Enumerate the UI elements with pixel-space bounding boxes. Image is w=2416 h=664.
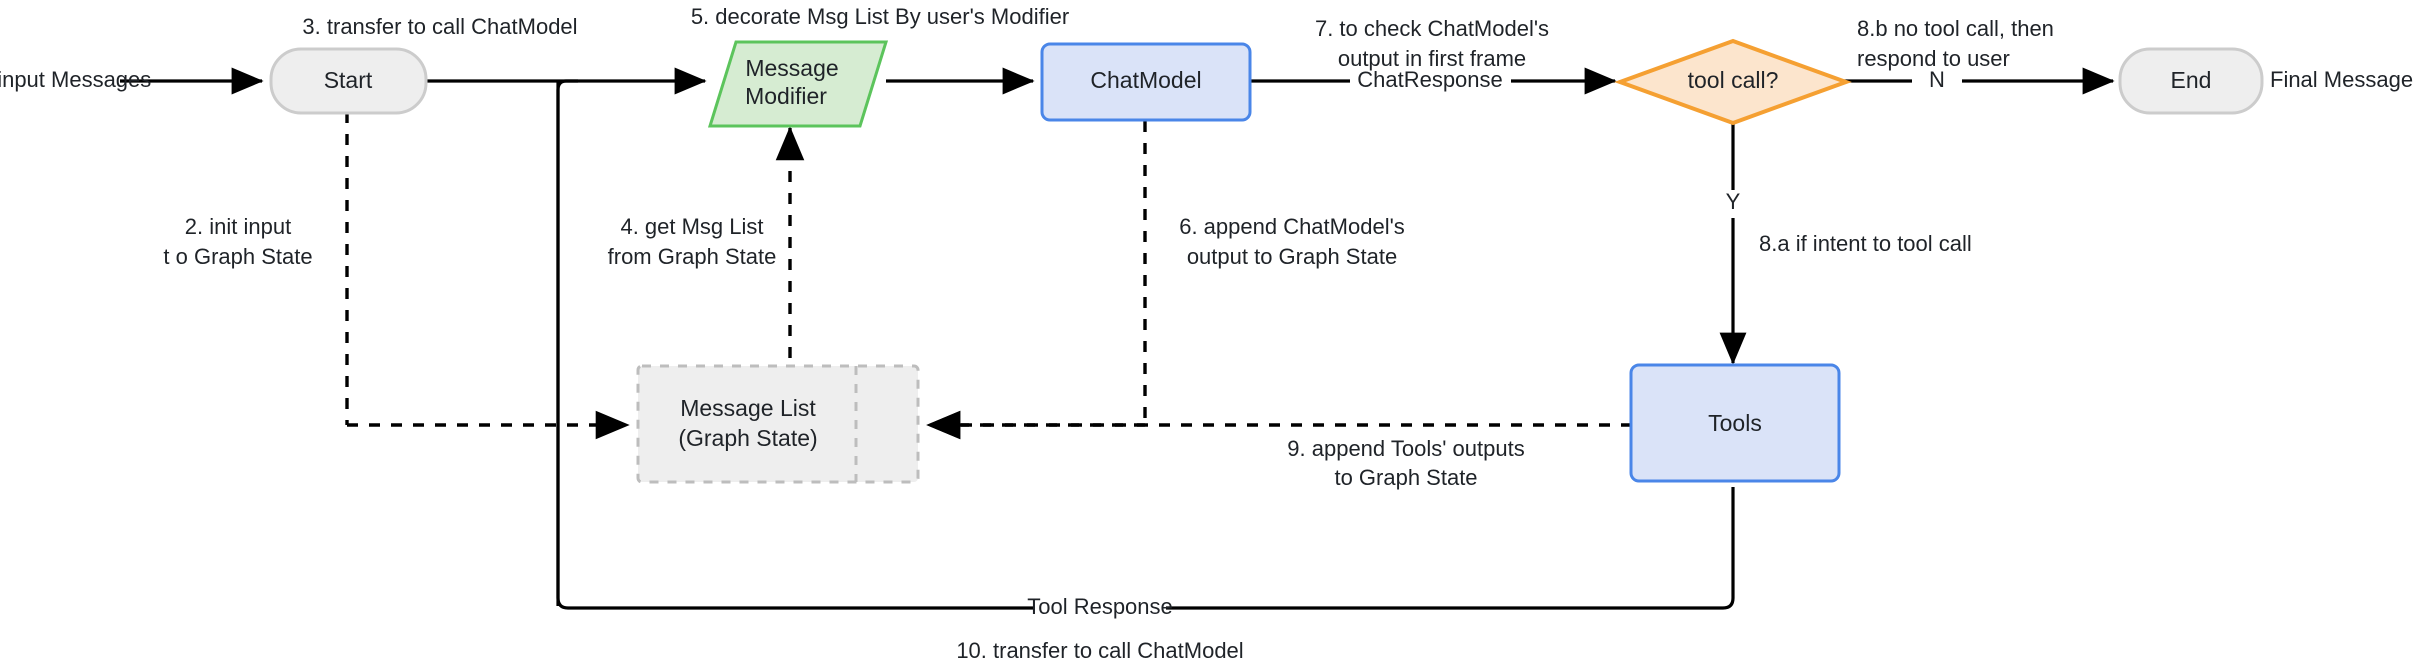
edge-label-append-chatmodel-line2: output to Graph State bbox=[1187, 244, 1397, 269]
edge-label-no-branch: N bbox=[1929, 67, 1945, 92]
edge-label-check-output-line2: output in first frame bbox=[1338, 46, 1526, 71]
node-message-list-label-line1: Message List bbox=[680, 395, 816, 421]
edge-label-transfer-to-chatmodel: 3. transfer to call ChatModel bbox=[302, 14, 577, 39]
node-message-modifier[interactable]: Message Modifier bbox=[707, 40, 889, 128]
edge-label-get-msg-list-line1: 4. get Msg List bbox=[620, 214, 763, 239]
node-tool-call-decision-label: tool call? bbox=[1688, 67, 1779, 93]
edge-tools-to-chatmodel-loop bbox=[556, 81, 1735, 610]
node-start-label: Start bbox=[324, 67, 373, 93]
node-tools-label: Tools bbox=[1708, 410, 1762, 436]
edge-label-no-tool-call-line1: 8.b no tool call, then bbox=[1857, 16, 2054, 41]
edge-label-init-input-line2: t o Graph State bbox=[163, 244, 312, 269]
edge-label-input-messages: 1. input Messages bbox=[0, 67, 151, 92]
node-start[interactable]: Start bbox=[269, 47, 428, 115]
node-message-modifier-label-line1: Message bbox=[745, 55, 838, 81]
edge-start-to-message-modifier bbox=[425, 67, 707, 606]
edge-label-no-tool-call-line2: respond to user bbox=[1857, 46, 2010, 71]
edge-label-chat-response: ChatResponse bbox=[1357, 67, 1503, 92]
node-message-list[interactable]: Message List (Graph State) bbox=[636, 364, 920, 484]
edge-label-intent-to-tool-call: 8.a if intent to tool call bbox=[1759, 231, 1972, 256]
node-message-list-label-line2: (Graph State) bbox=[678, 425, 817, 451]
edge-label-check-output-line1: 7. to check ChatModel's bbox=[1315, 16, 1549, 41]
edge-label-yes-branch: Y bbox=[1726, 189, 1741, 214]
node-tool-call-decision[interactable]: tool call? bbox=[1614, 38, 1852, 126]
edge-label-tool-response: Tool Response bbox=[1027, 594, 1173, 619]
edge-label-transfer-to-chatmodel-10: 10. transfer to call ChatModel bbox=[956, 638, 1243, 663]
edge-label-append-chatmodel-line1: 6. append ChatModel's bbox=[1179, 214, 1405, 239]
node-tools[interactable]: Tools bbox=[1629, 363, 1841, 483]
edge-label-get-msg-list-line2: from Graph State bbox=[608, 244, 777, 269]
edge-chatmodel-to-message-list bbox=[926, 121, 1147, 440]
node-end-label: End bbox=[2171, 67, 2212, 93]
node-message-modifier-label-line2: Modifier bbox=[745, 83, 827, 109]
node-chatmodel-label: ChatModel bbox=[1090, 67, 1201, 93]
edge-label-append-tools-line1: 9. append Tools' outputs bbox=[1287, 436, 1524, 461]
edge-label-append-tools-line2: to Graph State bbox=[1334, 465, 1477, 490]
node-end[interactable]: End bbox=[2118, 47, 2264, 115]
node-chatmodel[interactable]: ChatModel bbox=[1040, 42, 1252, 122]
edge-label-init-input-line1: 2. init input bbox=[185, 214, 291, 239]
edge-start-to-message-list bbox=[345, 112, 630, 440]
edge-label-final-message: Final Message bbox=[2270, 67, 2413, 92]
edge-label-decorate-msg-list: 5. decorate Msg List By user's Modifier bbox=[691, 4, 1069, 29]
